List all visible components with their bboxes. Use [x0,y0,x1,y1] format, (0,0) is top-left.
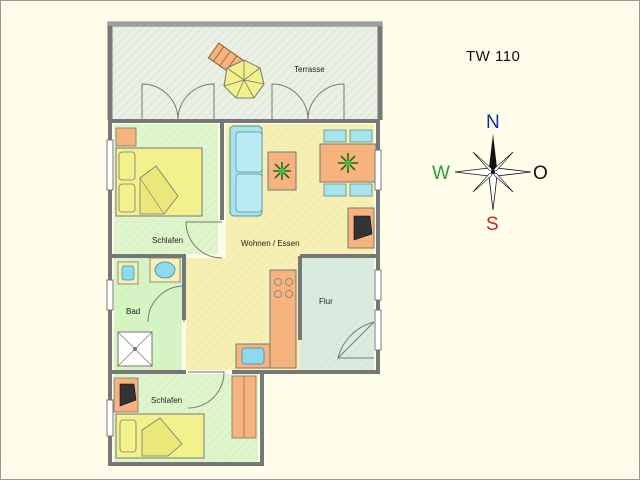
shower-icon [117,331,153,367]
compass-south: S [486,214,499,235]
terrace-label: Terrasse [294,65,325,74]
hall [300,258,374,370]
living-label: Wohnen / Essen [241,239,300,248]
plan-title: TW 110 [466,48,521,65]
windows [106,139,382,437]
toilet-icon [117,261,139,285]
hall-label: Flur [319,297,333,306]
compass-rose-icon [454,134,532,211]
desk-icon [113,377,139,413]
sofa-icon [229,125,263,217]
compass-north: N [486,112,500,133]
parasol-icon [223,59,265,99]
bedroom-top-label: Schlafen [152,236,183,245]
bath-label: Bad [126,307,140,316]
doors [141,83,375,409]
dining-table-icon [319,129,377,197]
tv-cabinet-icon [347,207,375,249]
kitchen-counter-icon [235,269,297,369]
compass-west: W [432,163,450,184]
compass-east: O [533,163,548,184]
coffee-table-icon [267,151,297,191]
double-bed-top-icon [115,127,203,217]
single-bed-icon [115,413,205,459]
bedroom-bottom-label: Schlafen [151,396,182,405]
washbasin-icon [149,257,181,283]
wardrobe-icon [231,375,257,439]
